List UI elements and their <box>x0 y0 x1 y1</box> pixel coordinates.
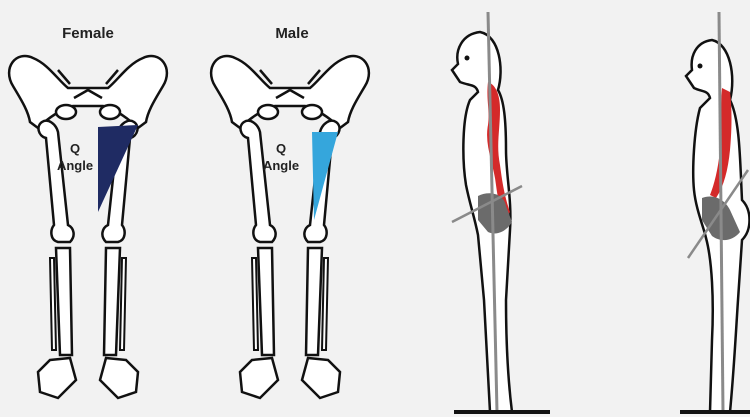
male-q-angle-label: Q Angle <box>256 140 306 174</box>
female-q-label-line1: Q <box>50 140 100 157</box>
female-q-angle-label: Q Angle <box>50 140 100 174</box>
profile-figure-1 <box>452 12 550 414</box>
profile-figure-2 <box>680 12 750 414</box>
male-q-label-line2: Angle <box>256 157 306 174</box>
male-q-label-line1: Q <box>256 140 306 157</box>
male-title: Male <box>252 25 332 42</box>
female-title: Female <box>48 25 128 42</box>
female-skeleton <box>9 56 167 398</box>
male-skeleton <box>211 56 369 398</box>
female-q-label-line2: Angle <box>50 157 100 174</box>
